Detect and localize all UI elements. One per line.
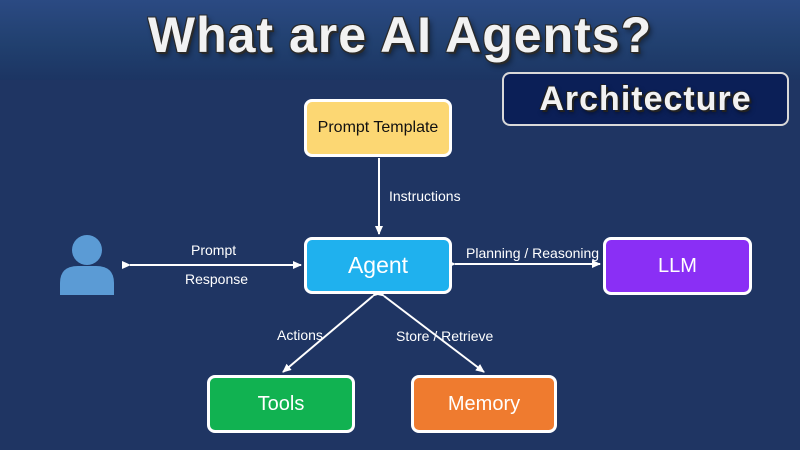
edge-agent-tools xyxy=(282,287,382,373)
prompt-template-label: Prompt Template xyxy=(317,119,439,136)
edge-agent-memory xyxy=(375,287,485,373)
agent-label: Agent xyxy=(347,252,409,278)
user-icon xyxy=(60,235,114,295)
edge-label-instructions: Instructions xyxy=(389,188,461,204)
edge-label-planning: Planning / Reasoning xyxy=(466,245,600,261)
tools-label: Tools xyxy=(257,392,305,415)
edge-label-actions: Actions xyxy=(277,327,323,343)
architecture-badge: Architecture xyxy=(502,72,789,126)
page-title: What are AI Agents? xyxy=(147,7,653,63)
agent-node: Agent xyxy=(304,237,452,294)
header-banner: What are AI Agents? xyxy=(0,0,800,80)
edge-label-prompt: Prompt xyxy=(191,242,237,258)
tools-node: Tools xyxy=(207,375,355,433)
memory-node: Memory xyxy=(411,375,557,433)
prompt-template-node: Prompt Template xyxy=(304,99,452,157)
edge-label-store-retrieve: Store / Retrieve xyxy=(396,328,494,344)
llm-node: LLM xyxy=(603,237,752,295)
memory-label: Memory xyxy=(447,392,521,415)
llm-label: LLM xyxy=(658,254,697,277)
architecture-badge-label: Architecture xyxy=(539,80,752,118)
edge-label-response: Response xyxy=(185,271,249,287)
